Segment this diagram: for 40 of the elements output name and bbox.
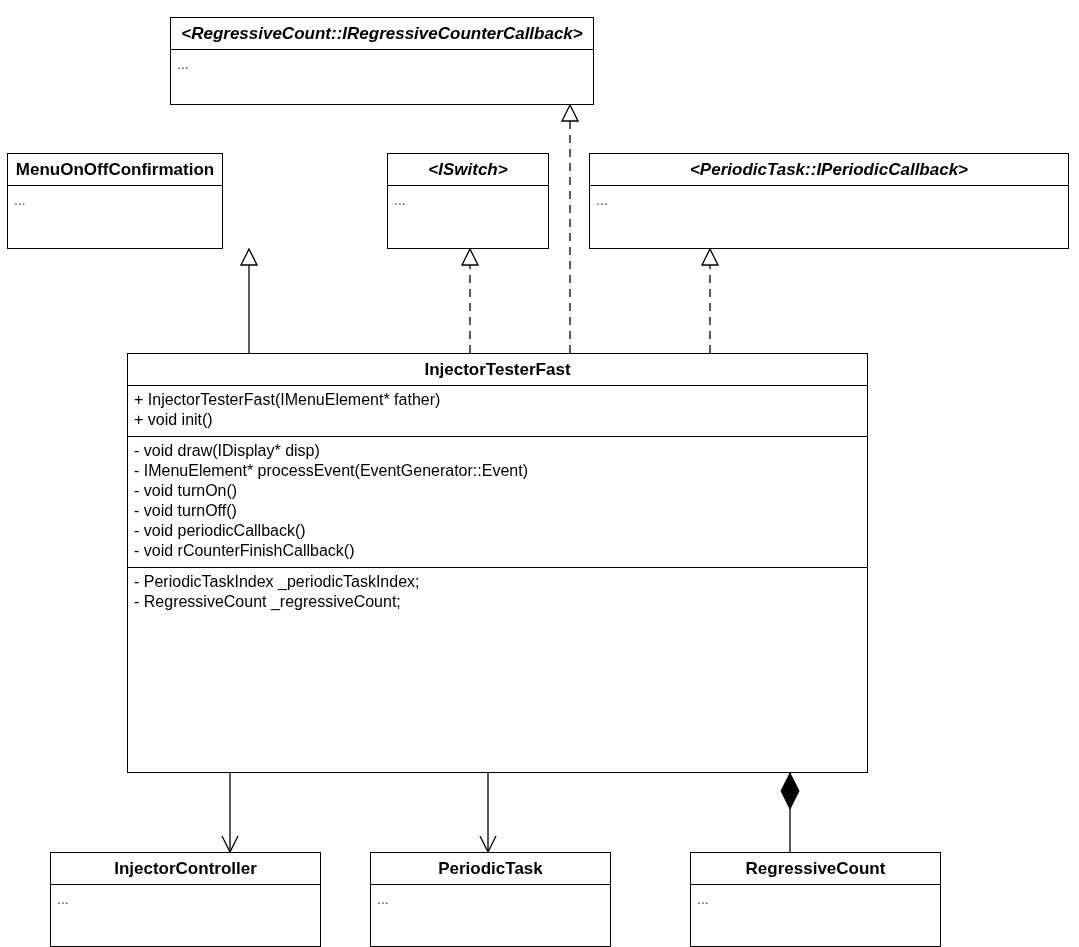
class-box [370,852,611,947]
attribute: - RegressiveCount _regressiveCount; [134,592,401,612]
class-box [690,852,941,947]
method-signature: + void init() [134,410,213,430]
realization-arrow [561,104,579,354]
placeholder-text: ... [177,55,189,74]
method-signature: - void draw(IDisplay* disp) [134,441,320,461]
method-signature: - void turnOff() [134,501,237,521]
class-name: PeriodicTask [438,859,543,879]
association-arrow [479,772,497,853]
interface-name: <PeriodicTask::IPeriodicCallback> [689,160,969,180]
class-box [170,17,594,105]
placeholder-text: ... [596,191,608,210]
method-signature: - IMenuElement* processEvent(EventGenerator::Event) [134,461,528,481]
placeholder-text: ... [394,191,406,210]
class-box [50,852,321,947]
method-signature: - void turnOn() [134,481,238,501]
placeholder-text: ... [377,890,389,909]
interface-name: <ISwitch> [428,160,508,180]
attribute: - PeriodicTaskIndex _periodicTaskIndex; [134,572,420,592]
interface-name: <RegressiveCount::IRegressiveCounterCallback> [181,24,583,44]
placeholder-text: ... [57,890,69,909]
realization-arrow [701,248,719,354]
inheritance-arrow [240,248,258,354]
composition-line [780,772,800,853]
class-name: MenuOnOffConfirmation [15,160,215,180]
placeholder-text: ... [14,191,26,210]
class-box [7,153,223,249]
class-name: InjectorTesterFast [424,360,571,380]
placeholder-text: ... [697,890,709,909]
method-signature: - void rCounterFinishCallback() [134,541,355,561]
realization-arrow [461,248,479,354]
method-signature: - void periodicCallback() [134,521,306,541]
class-box [589,153,1069,249]
association-arrow [221,772,239,853]
class-box [387,153,549,249]
class-name: InjectorController [114,859,257,879]
class-box [127,353,868,773]
method-signature: + InjectorTesterFast(IMenuElement* father) [134,390,441,410]
class-name: RegressiveCount [745,859,886,879]
